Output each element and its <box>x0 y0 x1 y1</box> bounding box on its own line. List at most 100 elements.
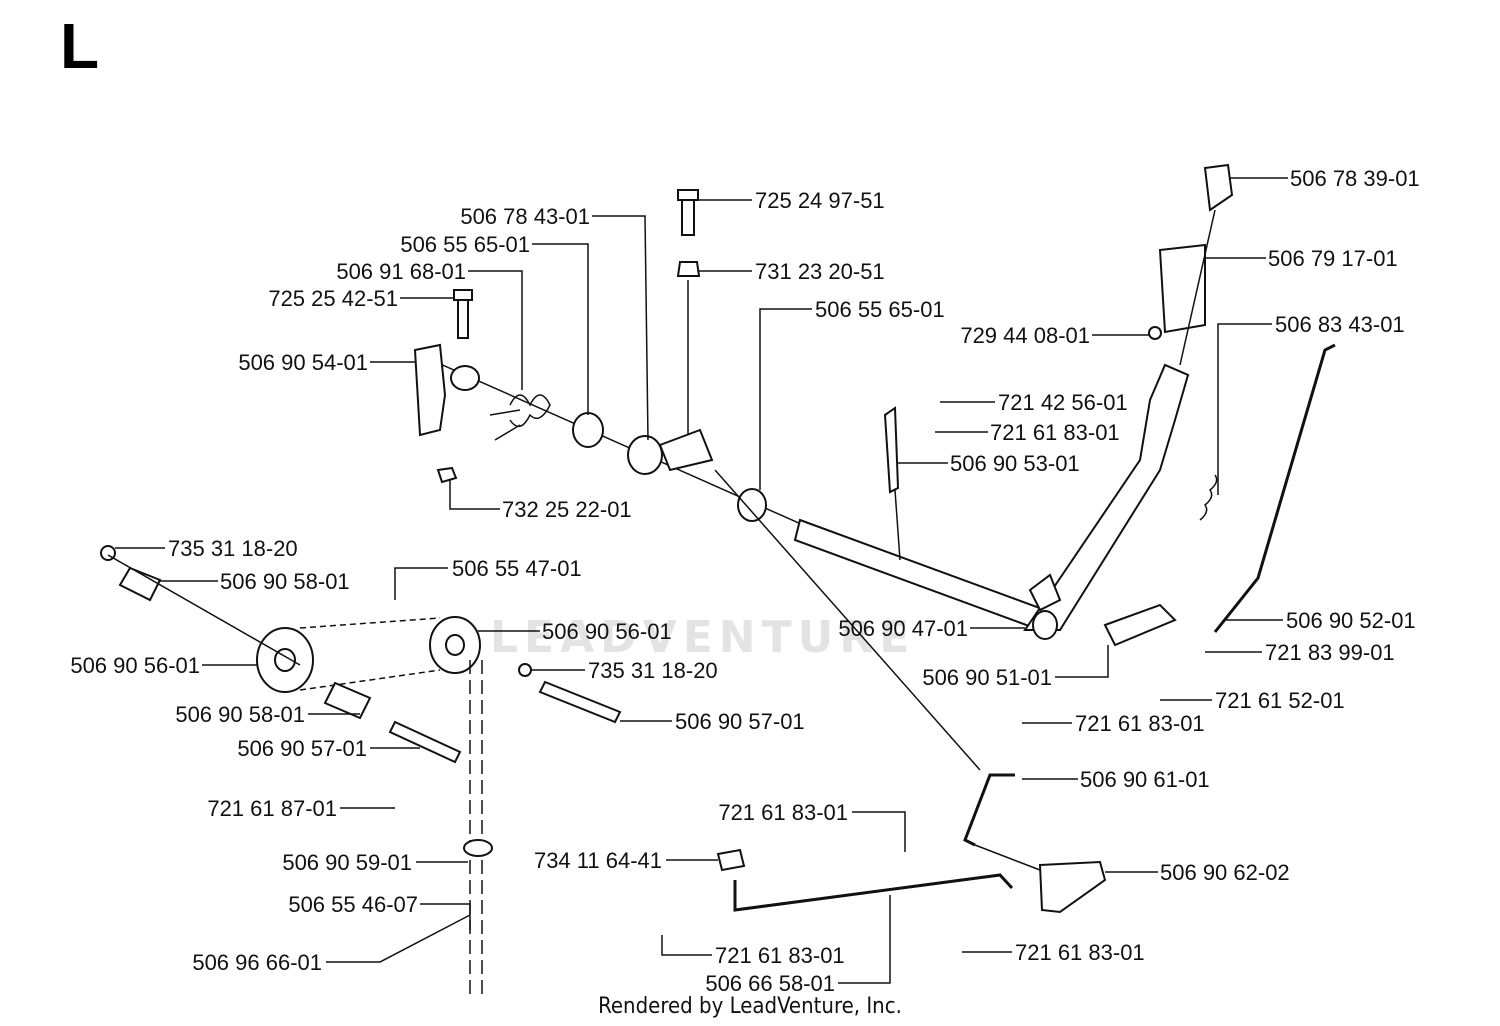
leader-c3 <box>592 215 649 441</box>
top-nut <box>676 261 701 277</box>
return-spring[interactable] <box>1199 474 1218 521</box>
callout-label[interactable]: 721 61 83-01 <box>718 800 848 825</box>
callout-label[interactable]: 729 44 08-01 <box>960 323 1090 348</box>
callout-labels: 506 78 39-01 725 24 97-51 506 78 43-01 5… <box>70 166 1419 996</box>
callout-label[interactable]: 725 24 97-51 <box>755 188 885 213</box>
bracket[interactable] <box>413 343 447 437</box>
callout-label[interactable]: 506 90 52-01 <box>1286 608 1416 633</box>
callout-label[interactable]: 721 61 83-01 <box>990 420 1120 445</box>
bushing-2[interactable] <box>737 488 767 522</box>
callout-label[interactable]: 506 55 47-01 <box>452 556 582 581</box>
callout-label[interactable]: 721 61 87-01 <box>207 796 337 821</box>
washer-right <box>518 663 532 677</box>
callout-label[interactable]: 506 90 58-01 <box>175 702 305 727</box>
leader-lines <box>115 177 1288 984</box>
callout-label[interactable]: 506 90 62-02 <box>1160 860 1290 885</box>
lift-arm[interactable] <box>658 428 714 472</box>
leader-c16 <box>449 480 500 510</box>
callout-label[interactable]: 506 83 43-01 <box>1275 312 1405 337</box>
link-plate[interactable] <box>1038 860 1107 914</box>
handle-grip[interactable] <box>1158 243 1206 334</box>
top-bolt-head <box>677 189 699 201</box>
handle-knob[interactable] <box>1203 163 1234 212</box>
bracket-hole <box>450 365 480 391</box>
callout-label[interactable]: 721 61 52-01 <box>1215 688 1345 713</box>
lever-bracket <box>1028 573 1062 612</box>
callout-label[interactable]: 731 23 20-51 <box>755 259 885 284</box>
callout-label[interactable]: 506 90 47-01 <box>838 616 968 641</box>
parts-drawing <box>100 163 1336 1000</box>
belt-guide[interactable] <box>463 839 493 857</box>
render-credit: Rendered by LeadVenture, Inc. <box>598 994 902 1019</box>
top-bolt <box>681 199 695 236</box>
link-rod-axis <box>974 844 1041 871</box>
left-axis <box>107 554 301 666</box>
spring-legs <box>489 409 521 441</box>
bolt-head <box>453 289 473 301</box>
leader-c39 <box>661 935 712 956</box>
callout-label[interactable]: 506 90 51-01 <box>922 665 1052 690</box>
leader-c11 <box>1217 323 1272 495</box>
torsion-spring[interactable] <box>509 394 551 428</box>
callout-label[interactable]: 506 90 54-01 <box>238 350 368 375</box>
leader-c4 <box>532 243 589 415</box>
belt-top <box>299 617 441 629</box>
leader-c5 <box>468 270 523 390</box>
callout-label[interactable]: 506 90 57-01 <box>675 709 805 734</box>
callout-label[interactable]: 721 42 56-01 <box>998 390 1128 415</box>
callout-label[interactable]: 506 79 17-01 <box>1268 246 1398 271</box>
leader-c34 <box>852 811 906 852</box>
leadventure-watermark: LEADVENTURE <box>490 612 916 663</box>
plate-axis <box>894 489 901 561</box>
callout-label[interactable]: 506 55 46-07 <box>288 892 418 917</box>
main-shaft[interactable] <box>793 518 1047 632</box>
page-letter: L <box>60 10 100 82</box>
spacer-lower[interactable] <box>323 681 372 720</box>
callout-label[interactable]: 506 96 66-01 <box>192 950 322 975</box>
leader-c19 <box>394 567 448 600</box>
spacer-left[interactable] <box>118 566 162 602</box>
callout-label[interactable]: 506 90 56-01 <box>542 619 672 644</box>
control-rod[interactable] <box>1213 343 1336 633</box>
handle-axis-line <box>1179 209 1216 366</box>
callout-label[interactable]: 506 78 39-01 <box>1290 166 1420 191</box>
rod-lower[interactable] <box>733 873 1014 912</box>
callout-label[interactable]: 506 91 68-01 <box>336 259 466 284</box>
callout-label[interactable]: 506 90 61-01 <box>1080 767 1210 792</box>
callout-label[interactable]: 506 90 57-01 <box>237 736 367 761</box>
callout-label[interactable]: 506 78 43-01 <box>460 204 590 229</box>
callout-label[interactable]: 721 83 99-01 <box>1265 640 1395 665</box>
callout-label[interactable]: 506 90 59-01 <box>282 850 412 875</box>
callout-label[interactable]: 721 61 83-01 <box>1075 711 1205 736</box>
callout-label[interactable]: 506 90 58-01 <box>220 569 350 594</box>
indicator-plate[interactable] <box>883 406 900 494</box>
pin-lower[interactable] <box>388 720 462 764</box>
callout-label[interactable]: 725 25 42-51 <box>268 286 398 311</box>
belt-bottom <box>299 669 441 691</box>
leader-c38 <box>420 903 471 930</box>
callout-label[interactable]: 506 66 58-01 <box>705 971 835 996</box>
pin-right[interactable] <box>538 680 622 724</box>
callout-label[interactable]: 506 90 53-01 <box>950 451 1080 476</box>
lower-washer <box>716 848 746 872</box>
lift-lever[interactable] <box>1023 363 1190 631</box>
callout-label[interactable]: 506 90 56-01 <box>70 653 200 678</box>
callout-label[interactable]: 506 55 65-01 <box>400 232 530 257</box>
callout-label[interactable]: 721 61 83-01 <box>715 943 845 968</box>
callout-label[interactable]: 506 55 65-01 <box>815 297 945 322</box>
link-rod-upper[interactable] <box>714 469 981 771</box>
callout-label[interactable]: 735 31 18-20 <box>168 536 298 561</box>
pulley-left-hub <box>274 648 296 672</box>
grip-screw <box>1148 326 1162 340</box>
link-rod-bend[interactable] <box>963 773 1015 847</box>
leader-c41 <box>326 914 471 963</box>
lift-arm-hub[interactable] <box>627 435 663 475</box>
leader-c9 <box>759 308 812 490</box>
callout-label[interactable]: 735 31 18-20 <box>588 658 718 683</box>
callout-label[interactable]: 732 25 22-01 <box>502 497 632 522</box>
callout-label[interactable]: 721 61 83-01 <box>1015 940 1145 965</box>
lever-pivot <box>1032 610 1058 640</box>
link-bracket[interactable] <box>1103 603 1177 647</box>
callout-label[interactable]: 734 11 64-41 <box>534 848 662 873</box>
bushing-1[interactable] <box>572 412 604 448</box>
